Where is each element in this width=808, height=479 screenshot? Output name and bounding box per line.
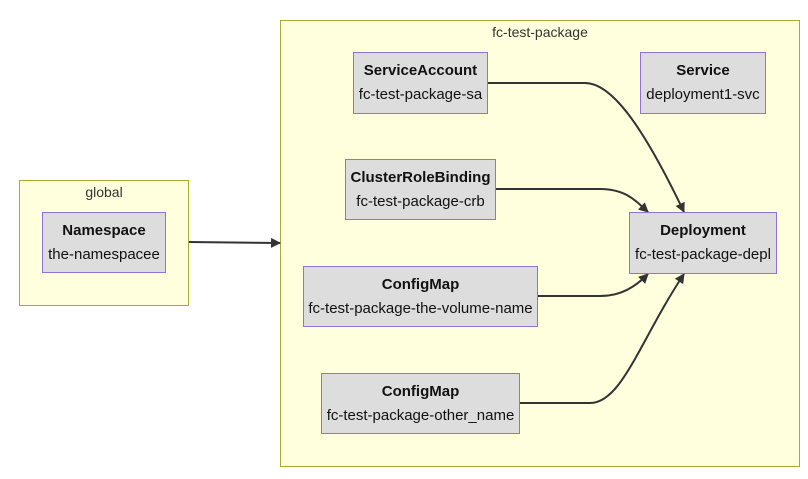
cluster-global-label: global [85, 184, 123, 200]
node-configmap-volume[interactable]: ConfigMap fc-test-package-the-volume-nam… [303, 266, 538, 327]
node-kind: ServiceAccount [363, 62, 478, 79]
node-name: the-namespacee [48, 245, 160, 263]
node-kind: Service [676, 62, 730, 79]
node-name: fc-test-package-other_name [326, 406, 515, 424]
node-serviceaccount[interactable]: ServiceAccount fc-test-package-sa [353, 52, 488, 114]
node-name: fc-test-package-depl [635, 246, 771, 263]
node-name: fc-test-package-crb [356, 192, 485, 210]
node-name: fc-test-package-the-volume-name [308, 299, 533, 317]
node-name: deployment1-svc [646, 86, 760, 103]
node-namespace[interactable]: Namespace the-namespacee [42, 212, 166, 273]
node-kind: ConfigMap [381, 382, 460, 400]
node-kind: Deployment [660, 222, 746, 239]
node-configmap-other[interactable]: ConfigMap fc-test-package-other_name [321, 373, 520, 434]
node-kind: ConfigMap [381, 275, 460, 293]
cluster-fc-test-package-label: fc-test-package [492, 24, 588, 40]
node-name: fc-test-package-sa [358, 86, 483, 103]
node-kind: ClusterRoleBinding [350, 168, 491, 186]
node-clusterrolebinding[interactable]: ClusterRoleBinding fc-test-package-crb [345, 159, 496, 220]
node-service[interactable]: Service deployment1-svc [640, 52, 766, 114]
edge-namespace-to-package [188, 237, 281, 248]
node-kind: Namespace [62, 221, 146, 239]
node-deployment[interactable]: Deployment fc-test-package-depl [629, 212, 777, 274]
